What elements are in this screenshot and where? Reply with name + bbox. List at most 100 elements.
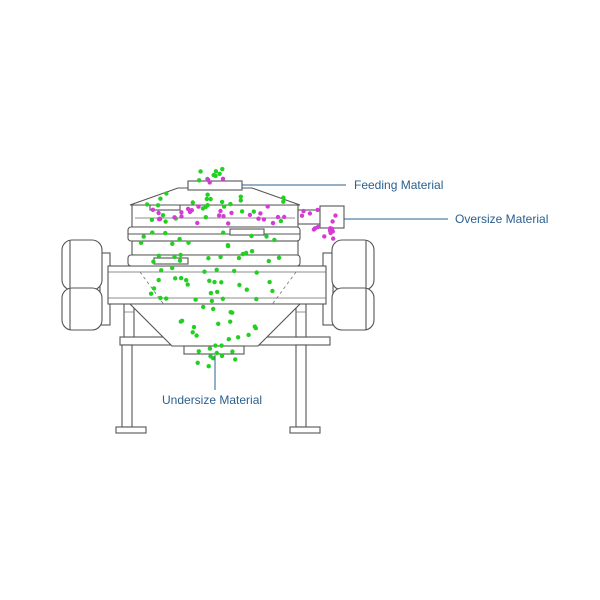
particle: [264, 234, 269, 239]
particle: [173, 276, 178, 281]
particle: [218, 208, 223, 214]
particle: [196, 178, 202, 183]
particle: [311, 227, 317, 232]
particle: [212, 279, 217, 285]
particle: [229, 210, 234, 216]
particle: [141, 234, 146, 239]
particle: [215, 289, 220, 295]
particle: [156, 253, 161, 258]
particle: [151, 259, 156, 264]
particle: [238, 198, 243, 203]
particle: [235, 335, 241, 340]
particle: [281, 199, 286, 204]
particle: [190, 200, 195, 205]
particle: [196, 204, 201, 209]
left-vibration-motor: [61, 239, 111, 331]
particle: [267, 279, 272, 285]
screen-decks: [127, 203, 301, 267]
particle: [238, 194, 243, 199]
particle: [258, 211, 263, 216]
particle: [221, 204, 227, 209]
particle: [219, 199, 225, 205]
leader-lines: [214, 184, 448, 390]
particle: [148, 291, 154, 296]
particle: [252, 324, 257, 329]
particle: [236, 255, 242, 261]
particle: [225, 243, 231, 249]
particle: [220, 166, 225, 172]
particle: [196, 349, 201, 354]
particle: [177, 258, 183, 263]
particle: [208, 196, 213, 202]
particle: [138, 240, 144, 245]
particle: [155, 203, 161, 208]
particle: [209, 298, 215, 304]
particle: [150, 230, 155, 235]
particle: [281, 195, 286, 200]
particle: [178, 319, 183, 324]
particle: [179, 210, 184, 215]
particle: [220, 176, 226, 181]
particle: [190, 330, 195, 335]
particle: [272, 237, 277, 243]
particle: [276, 255, 282, 260]
particle: [201, 304, 206, 310]
particle: [164, 296, 169, 301]
particle: [220, 296, 226, 301]
particle: [216, 321, 221, 326]
particle: [204, 196, 209, 202]
particle: [228, 201, 233, 207]
particle: [221, 230, 226, 235]
particle: [208, 290, 214, 296]
particle: [307, 211, 313, 216]
particle: [239, 209, 245, 214]
particle: [219, 343, 224, 348]
particle: [172, 215, 177, 220]
particle: [206, 364, 211, 369]
right-vibration-motor: [322, 239, 375, 331]
particle: [205, 192, 210, 197]
particle: [160, 213, 166, 218]
particle: [249, 233, 254, 239]
particle: [333, 213, 338, 218]
particle: [194, 333, 199, 338]
particle: [232, 268, 237, 274]
particle: [186, 240, 191, 245]
particle: [163, 230, 168, 236]
particle: [243, 250, 249, 256]
particle: [195, 220, 200, 226]
particle: [207, 346, 213, 351]
particle: [219, 280, 224, 285]
particle: [228, 319, 233, 324]
particle: [158, 196, 163, 201]
particle: [202, 269, 207, 274]
particle: [163, 219, 168, 224]
particle: [211, 306, 216, 312]
undersize-material-label: Undersize Material: [162, 393, 262, 407]
particle: [207, 278, 212, 283]
particle: [158, 295, 163, 301]
particle: [170, 265, 175, 271]
particle: [191, 324, 197, 330]
particle: [219, 353, 225, 359]
particle: [216, 213, 222, 218]
particle: [254, 296, 259, 302]
particle: [261, 217, 267, 222]
particle: [205, 177, 211, 182]
particle: [151, 286, 157, 291]
particle: [205, 203, 210, 208]
particle: [178, 252, 183, 258]
particle: [206, 256, 211, 261]
particle: [149, 217, 155, 222]
particle: [226, 337, 231, 342]
particle: [266, 258, 271, 264]
particle: [156, 277, 161, 283]
fine-particles: [138, 166, 286, 369]
particle: [211, 172, 216, 178]
particle: [230, 310, 235, 315]
particle: [203, 215, 208, 220]
particle: [150, 207, 156, 212]
particle: [278, 218, 284, 224]
particle: [179, 214, 184, 219]
